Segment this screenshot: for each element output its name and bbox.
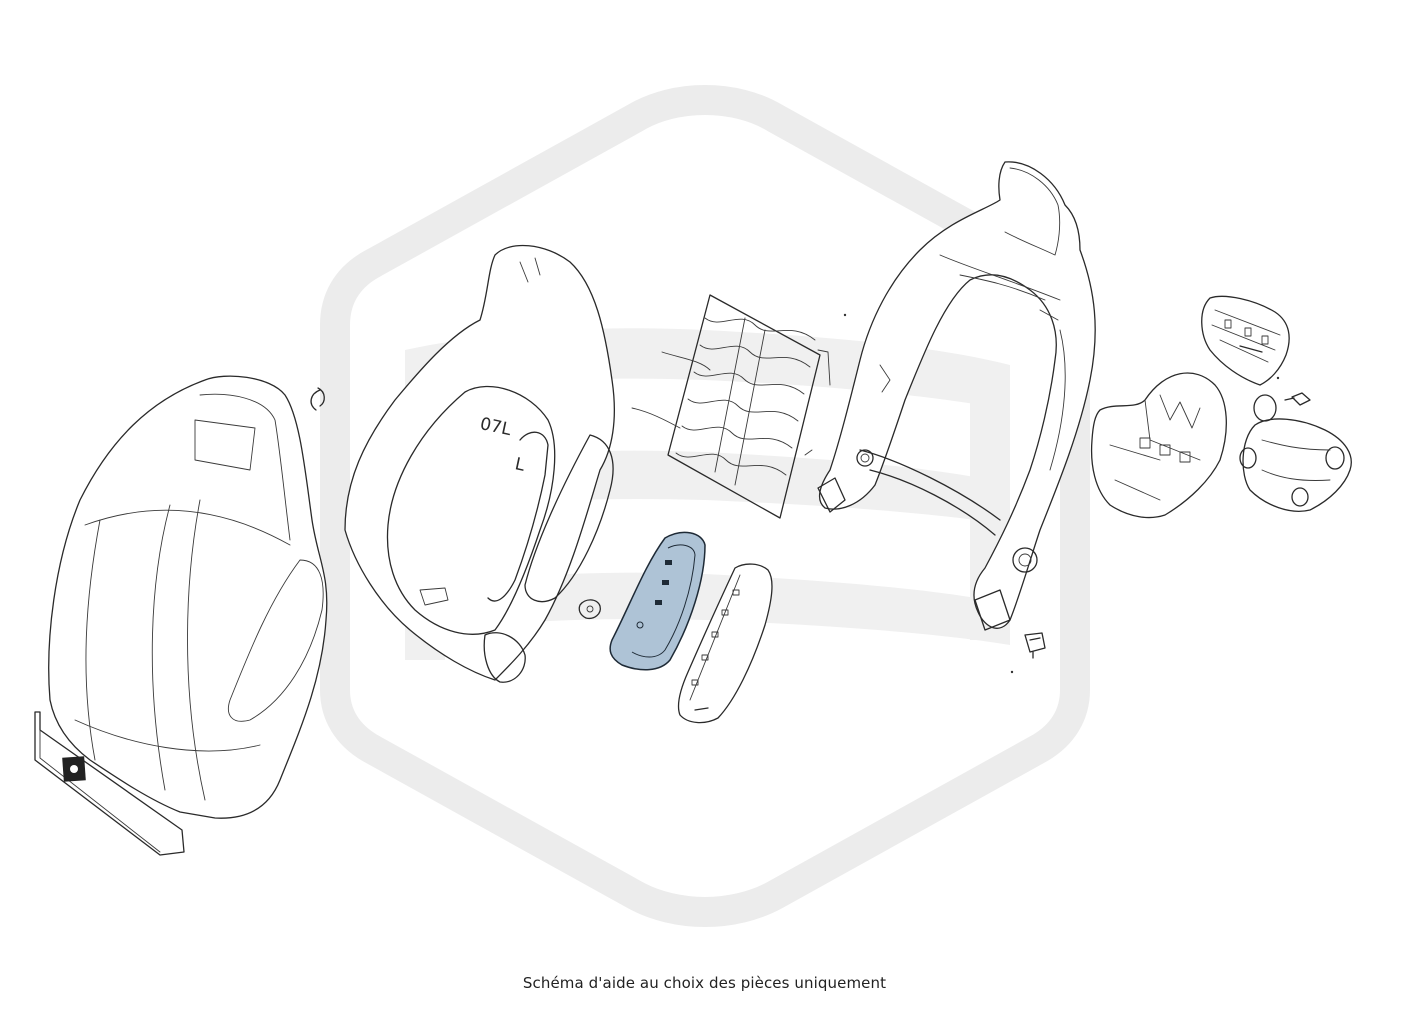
screw[interactable] [1024,632,1046,659]
nut[interactable] [578,599,601,620]
seat-back-frame[interactable] [817,161,1096,631]
side-airbag-cover[interactable] [677,563,773,724]
tick-marks [843,313,1280,674]
seat-back-foam-pad[interactable]: 07L L [344,244,615,683]
airbag-inflator[interactable] [1239,394,1352,512]
diagram-caption: Schéma d'aide au choix des pièces unique… [522,974,887,992]
clip[interactable] [310,387,325,411]
seat-back-cover[interactable] [34,375,328,856]
airbag-module-upper[interactable] [1201,295,1290,386]
spring-mat[interactable] [631,294,831,519]
bolt[interactable] [1284,392,1311,406]
airbag-module-housing[interactable] [1090,372,1227,519]
side-panel-trim[interactable] [609,531,706,671]
